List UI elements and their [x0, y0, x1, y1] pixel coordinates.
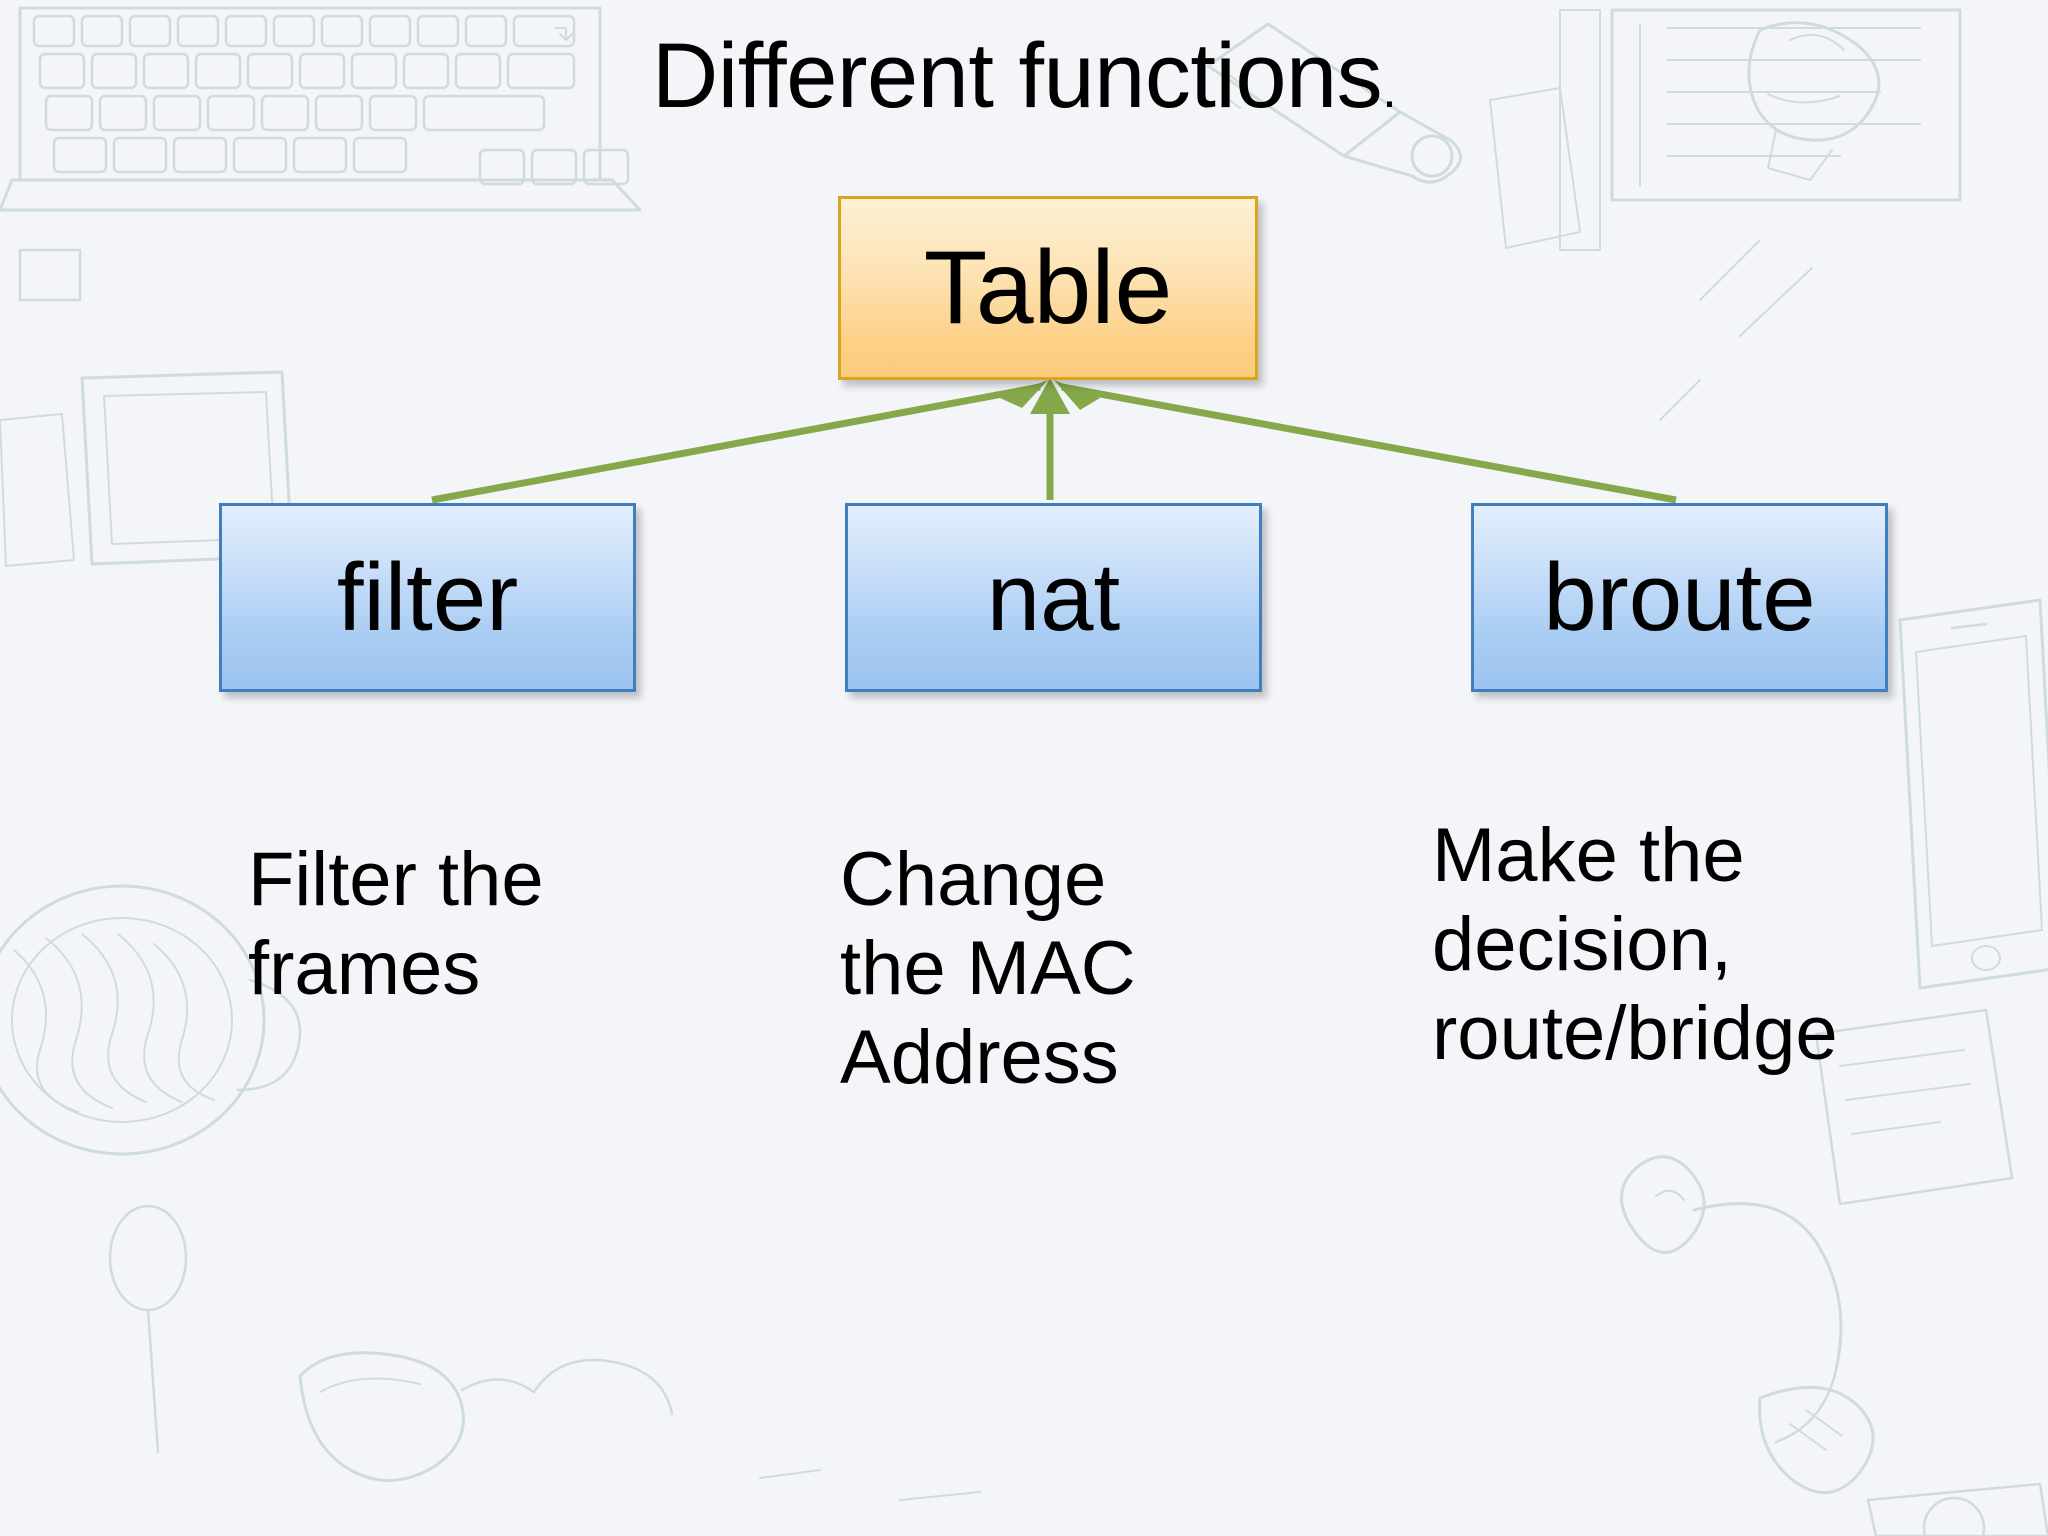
- node-broute-label: broute: [1543, 543, 1816, 651]
- node-table-label: Table: [923, 230, 1173, 346]
- page-title-punctuation: .: [1382, 61, 1397, 119]
- node-broute[interactable]: broute: [1471, 503, 1888, 692]
- doodle-spoon: [108, 1204, 188, 1454]
- node-filter[interactable]: filter: [219, 503, 636, 692]
- doodle-earphones: [1620, 1155, 1875, 1494]
- node-nat[interactable]: nat: [845, 503, 1262, 692]
- arrowhead-right: [1054, 380, 1100, 410]
- arrowhead-center: [1030, 378, 1070, 414]
- node-table[interactable]: Table: [838, 196, 1258, 380]
- page-title-text: Different functions: [651, 25, 1383, 127]
- doodle-note-card: [0, 413, 75, 567]
- arrow-broute-to-table: [1061, 383, 1677, 504]
- node-filter-label: filter: [336, 543, 519, 651]
- doodle-camera: [1866, 1482, 2048, 1536]
- page-title: Different functions.: [0, 28, 2048, 125]
- caption-nat: Change the MAC Address: [840, 837, 1136, 1100]
- caption-filter: Filter the frames: [248, 837, 544, 1011]
- node-nat-label: nat: [986, 543, 1121, 651]
- arrow-filter-to-table: [431, 383, 1041, 504]
- doodle-sunglasses: [298, 1351, 674, 1482]
- caption-broute: Make the decision, route/bridge: [1432, 813, 1838, 1076]
- doodle-lines-right: [1659, 239, 1813, 421]
- arrowhead-left: [1000, 380, 1048, 408]
- doodle-dots: [759, 1469, 981, 1501]
